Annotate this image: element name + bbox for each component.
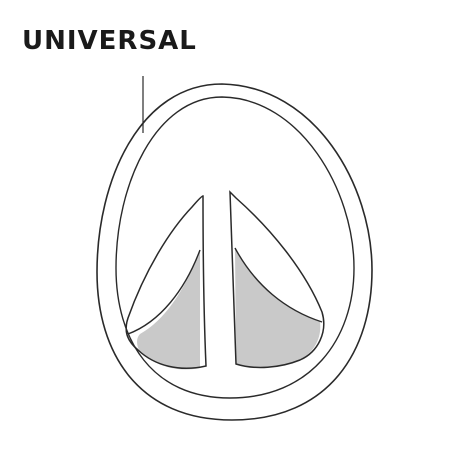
outer-outline (97, 84, 372, 420)
left-chamber-shading (137, 250, 200, 369)
right-chamber-shading (235, 248, 320, 367)
